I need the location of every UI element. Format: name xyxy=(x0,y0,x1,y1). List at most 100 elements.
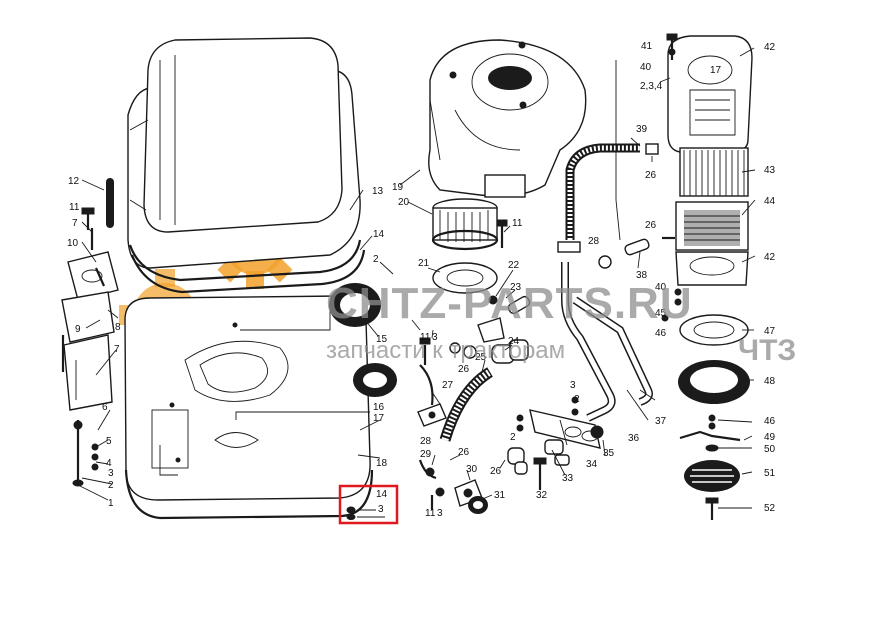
label-44: 44 xyxy=(764,196,776,207)
label-46-right: 46 xyxy=(655,328,667,339)
label-3-right: 3 xyxy=(570,380,576,391)
label-18: 18 xyxy=(376,458,388,469)
leader-lines xyxy=(79,47,756,509)
label-45: 45 xyxy=(655,308,667,319)
label-20: 20 xyxy=(398,197,410,208)
label-16: 16 xyxy=(373,402,385,413)
label-40-right: 40 xyxy=(655,282,667,293)
label-34: 34 xyxy=(586,459,598,470)
label-1: 1 xyxy=(108,498,114,509)
base-plate xyxy=(124,295,374,520)
label-21: 21 xyxy=(418,258,430,269)
label-42-bottom: 42 xyxy=(764,252,776,263)
label-33: 33 xyxy=(562,473,574,484)
label-3-lower: 3 xyxy=(432,332,438,343)
label-11-mid: 11 xyxy=(512,218,523,229)
hose-39 xyxy=(557,143,675,269)
label-2-right: 2 xyxy=(574,394,580,405)
label-26-top: 26 xyxy=(645,220,657,231)
watermark: CHTZ-PARTS.RU запчасти к тракторам ЧТЗ xyxy=(326,279,796,367)
hose-28 xyxy=(418,367,494,510)
small-parts-center xyxy=(417,219,531,427)
filter-mesh-44 xyxy=(675,201,749,251)
bent-pipe-36 xyxy=(561,262,616,422)
label-27: 27 xyxy=(442,380,454,391)
watermark-line3: ЧТЗ xyxy=(738,334,796,367)
label-49: 49 xyxy=(764,432,776,443)
spring-49 xyxy=(679,414,741,452)
label-4: 4 xyxy=(106,458,112,469)
label-15: 15 xyxy=(376,334,388,345)
label-7-top: 7 xyxy=(72,218,78,229)
watermark-line2: запчасти к тракторам xyxy=(326,337,565,364)
label-26-mid: 26 xyxy=(458,364,470,375)
part-labels: 12 11 7 10 9 7 8 6 5 4 3 2 1 13 14 2 15 … xyxy=(67,41,776,519)
label-28-right: 28 xyxy=(588,236,600,247)
plate-8 xyxy=(61,291,115,343)
label-46: 46 xyxy=(764,416,776,427)
label-40: 40 xyxy=(640,62,652,73)
label-51: 51 xyxy=(764,468,776,479)
filter-element-43 xyxy=(679,147,749,197)
label-41: 41 xyxy=(641,41,653,52)
label-6: 6 xyxy=(102,402,108,413)
bolt-52 xyxy=(705,497,719,520)
gasket-ring-16 xyxy=(353,363,397,397)
label-52: 52 xyxy=(764,503,776,514)
plate-7 xyxy=(63,334,113,411)
label-2-3-4: 2,3,4 xyxy=(640,81,663,92)
highlight-label-14: 14 xyxy=(376,489,388,500)
label-13: 13 xyxy=(372,186,384,197)
label-42-top: 42 xyxy=(764,42,776,53)
label-48: 48 xyxy=(764,376,776,387)
label-14-top: 14 xyxy=(373,229,385,240)
grille-51 xyxy=(684,460,740,492)
filter-base-42 xyxy=(675,251,749,286)
filter-cover-42 xyxy=(666,33,753,153)
label-26-right: 26 xyxy=(645,170,657,181)
flange-plate-10 xyxy=(67,251,119,301)
label-24: 24 xyxy=(508,336,520,347)
label-7: 7 xyxy=(114,344,120,355)
seal-48 xyxy=(678,360,750,404)
cover-31 xyxy=(468,496,488,514)
label-9: 9 xyxy=(75,324,81,335)
label-22: 22 xyxy=(508,260,520,271)
ring-21 xyxy=(432,262,498,294)
label-26-lower: 26 xyxy=(490,466,502,477)
label-36: 36 xyxy=(628,433,640,444)
label-39: 39 xyxy=(636,124,648,135)
highlight-box: 14 3 xyxy=(338,484,399,525)
label-31: 31 xyxy=(494,490,506,501)
fan-housing xyxy=(428,39,587,198)
label-17: 17 xyxy=(373,413,385,424)
label-29: 29 xyxy=(420,449,432,460)
label-11-bottom: 11 xyxy=(425,508,436,519)
label-37: 37 xyxy=(655,416,667,427)
hood-cover xyxy=(127,37,366,294)
label-2-mid: 2 xyxy=(373,254,379,265)
label-17-right: 17 xyxy=(710,65,722,76)
watermark-line1: CHTZ-PARTS.RU xyxy=(326,279,693,328)
label-5: 5 xyxy=(106,436,112,447)
label-10: 10 xyxy=(67,238,79,249)
label-50: 50 xyxy=(764,444,776,455)
label-38: 38 xyxy=(636,270,648,281)
cylinder-20 xyxy=(431,198,499,251)
label-30: 30 xyxy=(466,464,478,475)
label-23: 23 xyxy=(510,282,522,293)
gasket-ring-15 xyxy=(329,283,381,327)
label-26-bottom: 26 xyxy=(458,447,470,458)
label-8-top: 8 xyxy=(115,322,121,333)
label-35: 35 xyxy=(603,448,615,459)
label-43: 43 xyxy=(764,165,776,176)
label-12: 12 xyxy=(68,176,80,187)
label-2-lower: 2 xyxy=(510,432,516,443)
bracket-34 xyxy=(507,396,604,490)
label-2-left: 2 xyxy=(108,480,114,491)
label-11-left: 11 xyxy=(69,202,80,213)
label-11-lower: 11 xyxy=(420,332,431,343)
label-19: 19 xyxy=(392,182,404,193)
label-3-left: 3 xyxy=(108,468,114,479)
